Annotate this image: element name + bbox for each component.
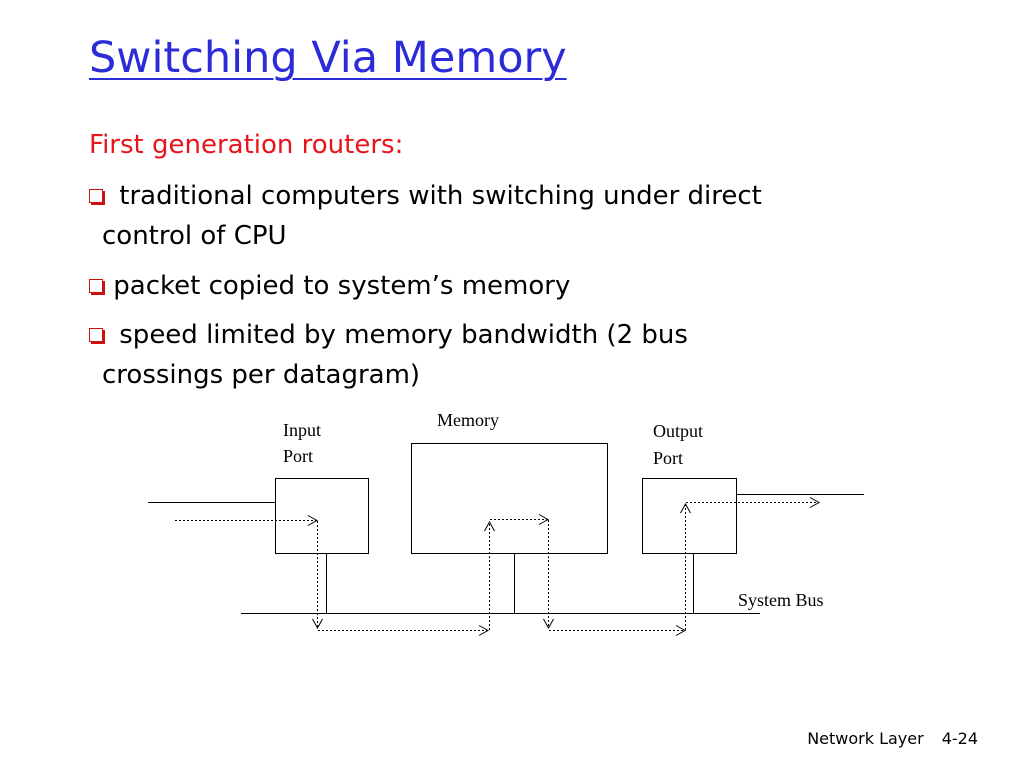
output-port-label-line1: Output	[653, 421, 703, 441]
memory-label: Memory	[437, 410, 499, 430]
bullet-3-line2: crossings per datagram)	[102, 360, 421, 390]
footer-section: Network Layer	[807, 729, 924, 748]
memory-box	[411, 443, 608, 554]
input-port-label-line2: Port	[283, 446, 313, 466]
datagram-path	[175, 497, 821, 636]
bullet-2-line1: packet copied to system’s memory	[113, 271, 571, 301]
checkbox-bullet-icon	[89, 189, 103, 203]
checkbox-bullet-icon	[89, 328, 103, 342]
bullet-3: speed limited by memory bandwidth (2 bus…	[89, 315, 688, 395]
bullet-1-line1: traditional computers with switching und…	[119, 181, 762, 211]
footer: Network Layer 4-24	[807, 729, 978, 748]
input-port-label-line1: Input	[283, 420, 321, 440]
footer-page-number: 4-24	[941, 729, 978, 748]
bullet-2: packet copied to system’s memory	[89, 266, 570, 306]
subtitle: First generation routers:	[89, 130, 404, 160]
slide-title: Switching Via Memory	[89, 33, 567, 83]
checkbox-bullet-icon	[89, 279, 103, 293]
output-port-box	[642, 478, 737, 554]
system-bus-label: System Bus	[738, 590, 824, 610]
bullet-1-line2: control of CPU	[102, 221, 287, 251]
bullet-1: traditional computers with switching und…	[89, 176, 762, 256]
output-port-label-line2: Port	[653, 448, 683, 468]
bullet-3-line1: speed limited by memory bandwidth (2 bus	[119, 320, 688, 350]
input-port-box	[275, 478, 369, 554]
